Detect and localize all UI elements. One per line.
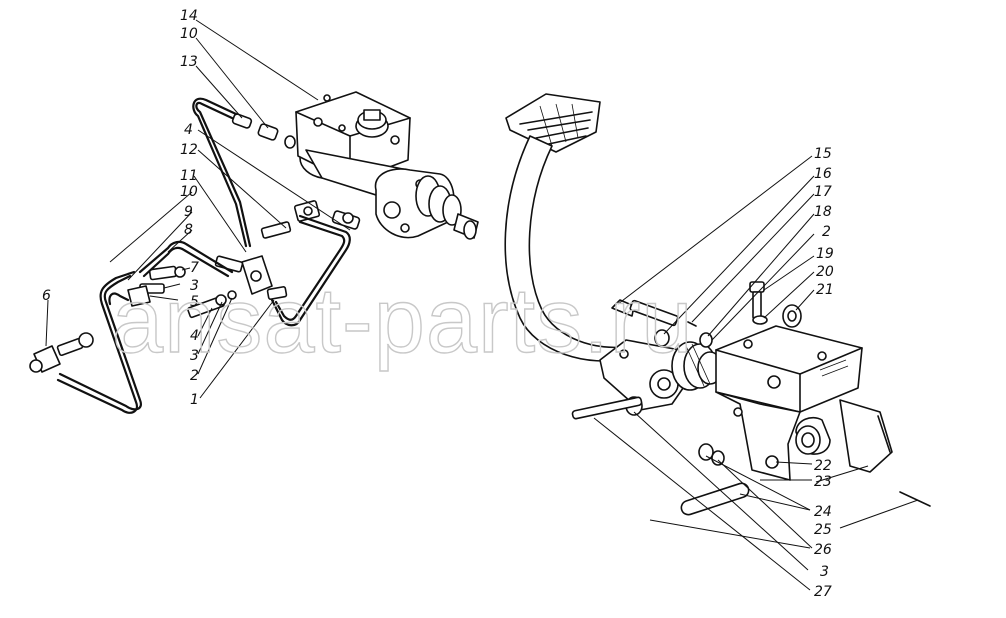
master-cylinder — [284, 91, 479, 240]
callout-8: 8 — [184, 222, 193, 238]
callout-4: 4 — [190, 328, 199, 344]
callout-9: 9 — [184, 204, 193, 220]
callout-19: 19 — [816, 246, 834, 262]
callout-6: 6 — [42, 288, 51, 304]
callout-24: 24 — [814, 504, 832, 520]
callout-20: 20 — [816, 264, 834, 280]
callout-3: 3 — [190, 278, 199, 294]
callout-labels: 14 10 13 4 12 11 10 9 8 7 3 5 6 4 3 2 1 … — [42, 8, 834, 600]
callout-14: 14 — [180, 8, 198, 24]
callout-10: 10 — [180, 26, 198, 42]
brake-lines — [56, 97, 351, 414]
callout-15: 15 — [814, 146, 832, 162]
leader-lines — [45, 19, 919, 591]
callout-2: 2 — [822, 224, 831, 240]
callout-1: 1 — [190, 392, 199, 408]
callout-7: 7 — [190, 260, 199, 276]
callout-11: 11 — [180, 168, 198, 184]
pedal-hardware — [571, 281, 931, 516]
callout-3: 3 — [820, 564, 829, 580]
hydraulic-fittings — [29, 113, 361, 373]
callout-21: 21 — [816, 282, 834, 298]
callout-4: 4 — [184, 122, 193, 138]
watermark: ansat-parts.ru — [112, 270, 694, 372]
callout-27: 27 — [814, 584, 832, 600]
callout-5: 5 — [190, 294, 199, 310]
callout-25: 25 — [814, 522, 832, 538]
callout-22: 22 — [814, 458, 832, 474]
callout-16: 16 — [814, 166, 832, 182]
callout-2: 2 — [190, 368, 199, 384]
callout-23: 23 — [814, 474, 832, 490]
callout-13: 13 — [180, 54, 198, 70]
callout-10: 10 — [180, 184, 198, 200]
callout-17: 17 — [814, 184, 832, 200]
callout-12: 12 — [180, 142, 198, 158]
clutch-pedal — [504, 93, 723, 411]
callout-26: 26 — [814, 542, 832, 558]
pedal-bracket — [715, 325, 893, 481]
callout-18: 18 — [814, 204, 832, 220]
callout-3: 3 — [190, 348, 199, 364]
